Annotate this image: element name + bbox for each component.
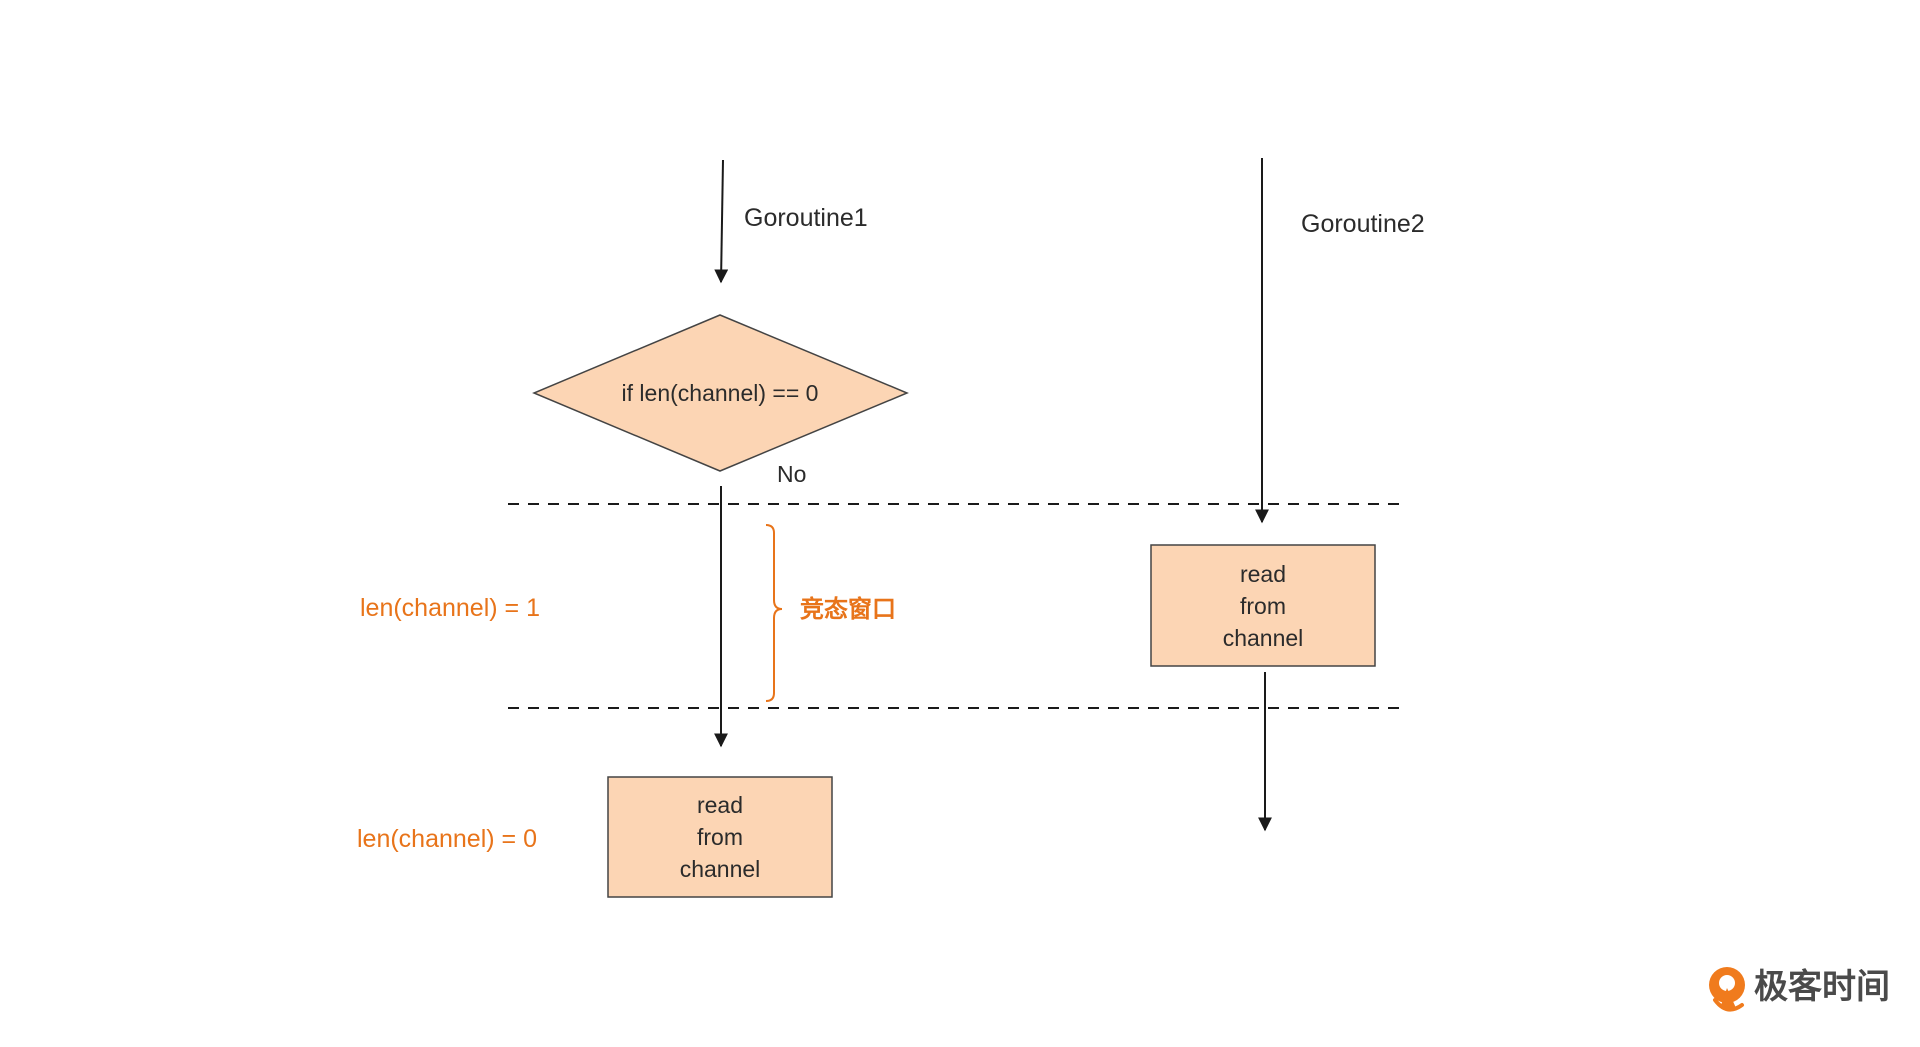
- goroutine1-read-box-line3: channel: [680, 856, 761, 882]
- goroutine2-read-box-line3: channel: [1223, 625, 1304, 651]
- goroutine2-label: Goroutine2: [1301, 210, 1425, 238]
- goroutine1-read-box: [607, 776, 833, 898]
- race-window-label: 竞态窗口: [800, 595, 896, 623]
- race-window-brace: [765, 524, 783, 702]
- goroutine2-read-box-line1: read: [1240, 561, 1286, 587]
- len-one-label: len(channel) = 1: [360, 594, 540, 622]
- len-zero-label: len(channel) = 0: [357, 825, 537, 853]
- geektime-logo-text: 极客时间: [1754, 967, 1890, 1007]
- goroutine1-label: Goroutine1: [744, 204, 868, 232]
- geektime-logo-icon: [1709, 967, 1745, 1012]
- no-branch-label: No: [777, 461, 806, 487]
- condition-diamond: [532, 314, 909, 472]
- goroutine1-read-box-line1: read: [697, 792, 743, 818]
- condition-text: if len(channel) == 0: [622, 380, 819, 406]
- goroutine1-entry-arrow: [714, 159, 729, 284]
- goroutine2-read-box-line2: from: [1240, 593, 1286, 619]
- goroutine1-read-box-line2: from: [697, 824, 743, 850]
- geektime-logo: 极客时间: [1709, 967, 1890, 1012]
- goroutine2-read-box: [1150, 544, 1376, 667]
